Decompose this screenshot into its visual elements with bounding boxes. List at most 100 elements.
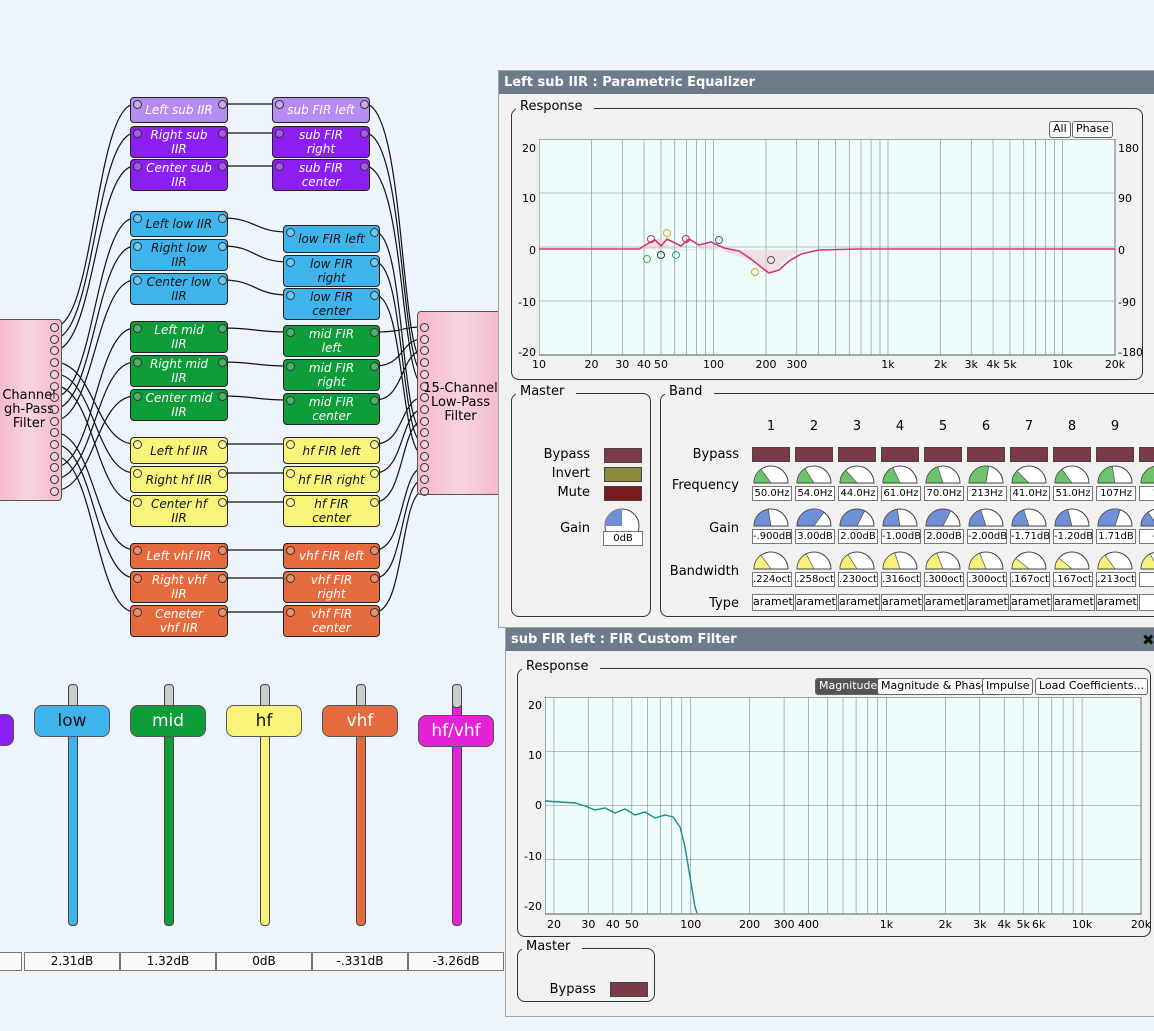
block-in-pin[interactable] [133, 608, 142, 617]
close-icon[interactable]: ✖ [1142, 631, 1154, 649]
block-out-pin[interactable] [370, 258, 379, 267]
block-in-pin[interactable] [286, 258, 295, 267]
lowpass-input-pin[interactable] [420, 463, 429, 473]
fader-cap-low[interactable]: low [34, 705, 110, 737]
lowpass-input-pin[interactable] [420, 416, 429, 426]
lowpass-input-pin[interactable] [420, 358, 429, 368]
gain-readout-hf[interactable]: 0dB [216, 952, 312, 971]
block-in-pin[interactable] [133, 440, 142, 449]
block-out-pin[interactable] [370, 228, 379, 237]
block-out-pin[interactable] [370, 396, 379, 405]
block-in-pin[interactable] [275, 100, 284, 109]
block-in-pin[interactable] [286, 228, 295, 237]
block-out-pin[interactable] [218, 546, 227, 555]
lowpass-input-pin[interactable] [420, 486, 429, 496]
all-button[interactable]: All [1049, 121, 1071, 138]
band-gain-value[interactable]: -1.00dB [881, 529, 922, 544]
block-in-pin[interactable] [133, 546, 142, 555]
highpass-output-pin[interactable] [50, 346, 59, 356]
band-gain-value[interactable]: -.900dB [752, 529, 793, 544]
lowpass-input-pin[interactable] [420, 404, 429, 414]
band-frequency-value[interactable]: 50.0Hz [752, 486, 792, 501]
band-gain-value[interactable]: -2.00dB [967, 529, 1008, 544]
block-mid-fir-left[interactable]: mid FIR left [283, 325, 380, 357]
band-bandwidth-knob[interactable] [1053, 550, 1091, 588]
band-bypass-toggle[interactable] [967, 447, 1005, 462]
lowpass-input-pin[interactable] [420, 428, 429, 438]
block-out-pin[interactable] [370, 546, 379, 555]
block-in-pin[interactable] [275, 162, 284, 171]
highpass-output-pin[interactable] [50, 416, 59, 426]
block-out-pin[interactable] [218, 498, 227, 507]
fir-bypass-toggle[interactable] [610, 982, 648, 997]
master-bypass-toggle[interactable] [604, 448, 642, 463]
block-out-pin[interactable] [218, 214, 227, 223]
block-out-pin[interactable] [218, 100, 227, 109]
block-center-hf-iir[interactable]: Center hf IIR [130, 495, 228, 527]
band-frequency-value[interactable]: 41.0Hz [1010, 486, 1050, 501]
block-out-pin[interactable] [370, 362, 379, 371]
fader-top-handle[interactable] [452, 684, 462, 708]
highpass-output-pin[interactable] [50, 463, 59, 473]
block-low-fir-center[interactable]: low FIR center [283, 288, 380, 320]
band-bandwidth-value[interactable]: .300oct [924, 572, 964, 587]
block-sub-fir-right[interactable]: sub FIR right [272, 126, 370, 158]
band-frequency-knob[interactable] [924, 464, 962, 502]
lowpass-input-pin[interactable] [420, 440, 429, 449]
band-bandwidth-knob[interactable] [1010, 550, 1048, 588]
band-bandwidth-value[interactable]: .213oct [1096, 572, 1136, 587]
block-hf-fir-center[interactable]: hf FIR center [283, 495, 380, 527]
band-gain-value[interactable]: 3.00dB [795, 529, 835, 544]
block-out-pin[interactable] [360, 162, 369, 171]
block-in-pin[interactable] [133, 162, 142, 171]
band-frequency-value[interactable]: 17 [1139, 486, 1154, 501]
fir-window-title[interactable]: sub FIR left : FIR Custom Filter [506, 628, 1154, 651]
block-in-pin[interactable] [286, 498, 295, 507]
highpass-output-pin[interactable] [50, 381, 59, 391]
block-out-pin[interactable] [218, 358, 227, 367]
block-in-pin[interactable] [133, 498, 142, 507]
block-mid-fir-center[interactable]: mid FIR center [283, 393, 380, 425]
lowpass-input-pin[interactable] [420, 393, 429, 403]
band-bandwidth-knob[interactable] [881, 550, 919, 588]
band-frequency-value[interactable]: 54.0Hz [795, 486, 835, 501]
block-in-pin[interactable] [133, 574, 142, 583]
band-gain-knob[interactable] [1053, 507, 1091, 545]
block-in-pin[interactable] [286, 546, 295, 555]
band-frequency-value[interactable]: 44.0Hz [838, 486, 878, 501]
band-frequency-knob[interactable] [967, 464, 1005, 502]
block-in-pin[interactable] [286, 608, 295, 617]
block-in-pin[interactable] [275, 129, 284, 138]
band-gain-knob[interactable] [881, 507, 919, 545]
block-left-low-iir[interactable]: Left low IIR [130, 211, 228, 237]
block-out-pin[interactable] [218, 324, 227, 333]
lowpass-input-pin[interactable] [420, 475, 429, 485]
band-gain-knob[interactable] [1010, 507, 1048, 545]
band-frequency-knob[interactable] [752, 464, 790, 502]
block-low-fir-left[interactable]: low FIR left [283, 225, 380, 253]
lowpass-input-pin[interactable] [420, 334, 429, 344]
master-mute-toggle[interactable] [604, 486, 642, 501]
gain-readout-vhf[interactable]: -.331dB [312, 952, 408, 971]
band-bandwidth-value[interactable]: .316oct [881, 572, 921, 587]
block-vhf-fir-center[interactable]: vhf FIR center [283, 605, 380, 637]
band-frequency-value[interactable]: 107Hz [1096, 486, 1136, 501]
block-in-pin[interactable] [286, 396, 295, 405]
block-out-pin[interactable] [370, 440, 379, 449]
block-in-pin[interactable] [133, 214, 142, 223]
band-bypass-toggle[interactable] [881, 447, 919, 462]
block-out-pin[interactable] [360, 129, 369, 138]
fir-response-graph[interactable] [545, 697, 1142, 915]
band-bypass-toggle[interactable] [838, 447, 876, 462]
band-type-select[interactable]: arametri [1010, 594, 1052, 611]
band-gain-knob[interactable] [838, 507, 876, 545]
highpass-output-pin[interactable] [50, 451, 59, 461]
fader-cap-vhf[interactable]: vhf [322, 705, 398, 737]
band-type-select[interactable]: arametri [924, 594, 966, 611]
block-out-pin[interactable] [218, 242, 227, 251]
band-bandwidth-knob[interactable] [795, 550, 833, 588]
block-center-mid-iir[interactable]: Center mid IIR [130, 389, 228, 421]
block-in-pin[interactable] [286, 328, 295, 337]
block-out-pin[interactable] [218, 162, 227, 171]
highpass-output-pin[interactable] [50, 475, 59, 485]
